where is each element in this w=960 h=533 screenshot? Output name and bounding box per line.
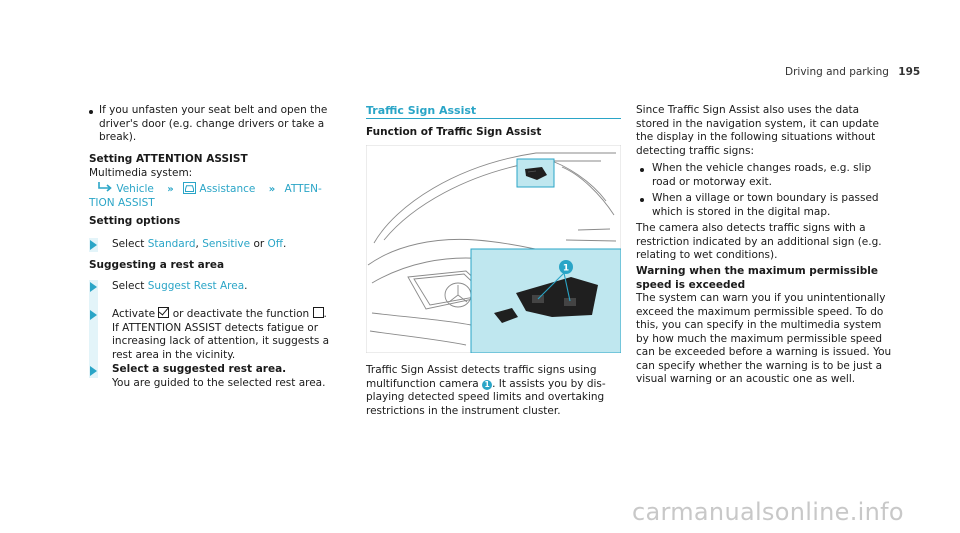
bullet-item: When a village or town boundary is passe… xyxy=(652,192,879,219)
action-triangle xyxy=(90,240,97,250)
text-line: visual warning or an acoustic one as wel… xyxy=(636,373,856,385)
instruction-step: Select Standard, Sensitive or Off. xyxy=(112,238,286,252)
text-line: can specify whether the warning is to be… xyxy=(636,359,883,372)
text: Select xyxy=(112,280,145,292)
action-triangle xyxy=(90,282,97,292)
option-standard[interactable]: Standard xyxy=(147,238,196,250)
text-line: increasing lack of attention, it suggest… xyxy=(112,335,330,347)
rest-area-heading: Suggesting a rest area xyxy=(89,259,225,271)
text: or xyxy=(253,238,265,250)
text-line: road or motorway exit. xyxy=(652,175,772,188)
text-line: Select a suggested rest area. xyxy=(112,363,287,375)
text-line: You are guided to the selected rest area… xyxy=(112,376,326,389)
text: . It assists you by dis- xyxy=(492,377,606,390)
bullet-dot xyxy=(640,198,644,202)
menu-path-arrow xyxy=(98,182,112,192)
option-sensitive[interactable]: Sensitive xyxy=(202,238,251,250)
path-assistance[interactable]: Assistance xyxy=(199,183,256,195)
text-line: The system can warn you if you unintenti… xyxy=(636,292,886,304)
text-line: Since Traffic Sign Assist also uses the … xyxy=(636,104,860,116)
text-line: If ATTENTION ASSIST detects fatigue or xyxy=(112,321,319,334)
bullet-dot xyxy=(89,110,93,114)
text: or deactivate the function xyxy=(172,308,310,320)
text-line: restrictions in the instrument cluster. xyxy=(366,404,561,417)
text-line: break). xyxy=(99,131,137,143)
text: . xyxy=(283,238,287,250)
section-rule xyxy=(366,118,621,119)
text-line: restriction indicated by an additional s… xyxy=(636,235,882,248)
text-line: can be exceeded before a warning is issu… xyxy=(636,346,892,358)
path-attention-assist[interactable]: ATTEN- xyxy=(284,183,322,195)
text-line: this, you can specify in the multimedia … xyxy=(636,319,882,331)
callout-badge: 1 xyxy=(482,379,493,390)
multimedia-label: Multimedia system: xyxy=(89,167,193,179)
text-line: Traffic Sign Assist detects traffic sign… xyxy=(366,364,597,376)
header-title: Driving and parking xyxy=(785,66,889,78)
function-heading: Function of Traffic Sign Assist xyxy=(366,126,542,138)
text-line: the display in the following situations … xyxy=(636,131,876,143)
text: . xyxy=(244,280,248,292)
text: Select xyxy=(112,238,145,250)
section-title: Traffic Sign Assist xyxy=(366,104,477,117)
action-triangle xyxy=(90,310,97,320)
page-number: 195 xyxy=(898,66,921,78)
instruction-bar xyxy=(89,280,98,378)
text-line: The camera also detects traffic signs wi… xyxy=(636,222,866,234)
setting-heading: Setting ATTENTION ASSIST xyxy=(89,153,248,165)
path-vehicle[interactable]: Vehicle xyxy=(116,183,154,195)
action-triangle xyxy=(90,366,97,376)
text: Activate xyxy=(112,308,156,320)
instruction-step: Select a suggested rest area. You are gu… xyxy=(112,363,325,390)
path-attention-assist-cont[interactable]: TION ASSIST xyxy=(89,197,155,209)
text-line: relating to wet conditions). xyxy=(636,249,778,261)
checkbox-empty-icon[interactable] xyxy=(312,307,324,318)
text-line: speed is exceeded xyxy=(636,278,746,291)
paragraph: The camera also detects traffic signs wi… xyxy=(636,222,882,263)
text-line: If you unfasten your seat belt and open … xyxy=(99,104,328,116)
checkbox-checked-icon[interactable] xyxy=(158,307,170,318)
instruction-step: Select Suggest Rest Area. xyxy=(112,280,248,294)
text-line: Warning when the maximum permissible xyxy=(636,265,878,277)
running-header: Driving and parking 195 xyxy=(785,66,920,80)
menu-path: Vehicle » Assistance » ATTEN- xyxy=(97,182,322,197)
text-line: stored in the navigation system, it can … xyxy=(636,117,880,130)
text-line: When a village or town boundary is passe… xyxy=(652,192,879,204)
text-line: exceed the maximum permissible speed. To… xyxy=(636,305,884,318)
bullet-dot xyxy=(640,168,644,172)
text-line: detecting traffic signs: xyxy=(636,144,755,157)
paragraph: The system can warn you if you unintenti… xyxy=(636,292,891,387)
chevron-double-icon: » xyxy=(167,184,174,195)
car-icon xyxy=(183,182,197,194)
option-off[interactable]: Off xyxy=(267,238,284,250)
camera-illustration: 1 xyxy=(366,145,621,353)
text: . xyxy=(323,308,327,320)
paragraph: Since Traffic Sign Assist also uses the … xyxy=(636,104,879,158)
text-line: by how much the maximum permissible spee… xyxy=(636,332,883,345)
text: , xyxy=(195,238,199,250)
warning-heading: Warning when the maximum permissible spe… xyxy=(636,265,878,292)
text-line: When the vehicle changes roads, e.g. sli… xyxy=(652,162,872,174)
bullet-item: If you unfasten your seat belt and open … xyxy=(99,104,327,145)
options-heading: Setting options xyxy=(89,215,181,227)
text: multifunction camera xyxy=(366,377,479,390)
text-line: playing detected speed limits and overta… xyxy=(366,391,605,403)
text-line: which is stored in the digital map. xyxy=(652,205,831,218)
option-suggest-rest-area[interactable]: Suggest Rest Area xyxy=(147,280,245,292)
watermark: carmanualsonline.info xyxy=(632,498,904,526)
text-line: driver's door (e.g. change drivers or ta… xyxy=(99,117,325,130)
chevron-double-icon: » xyxy=(268,184,276,195)
paragraph: Traffic Sign Assist detects traffic sign… xyxy=(366,364,606,418)
instruction-step: Activate or deactivate the function . If… xyxy=(112,307,329,362)
callout-badge: 1 xyxy=(563,264,569,274)
bullet-item: When the vehicle changes roads, e.g. sli… xyxy=(652,162,871,189)
text-line: rest area in the vicinity. xyxy=(112,348,236,361)
